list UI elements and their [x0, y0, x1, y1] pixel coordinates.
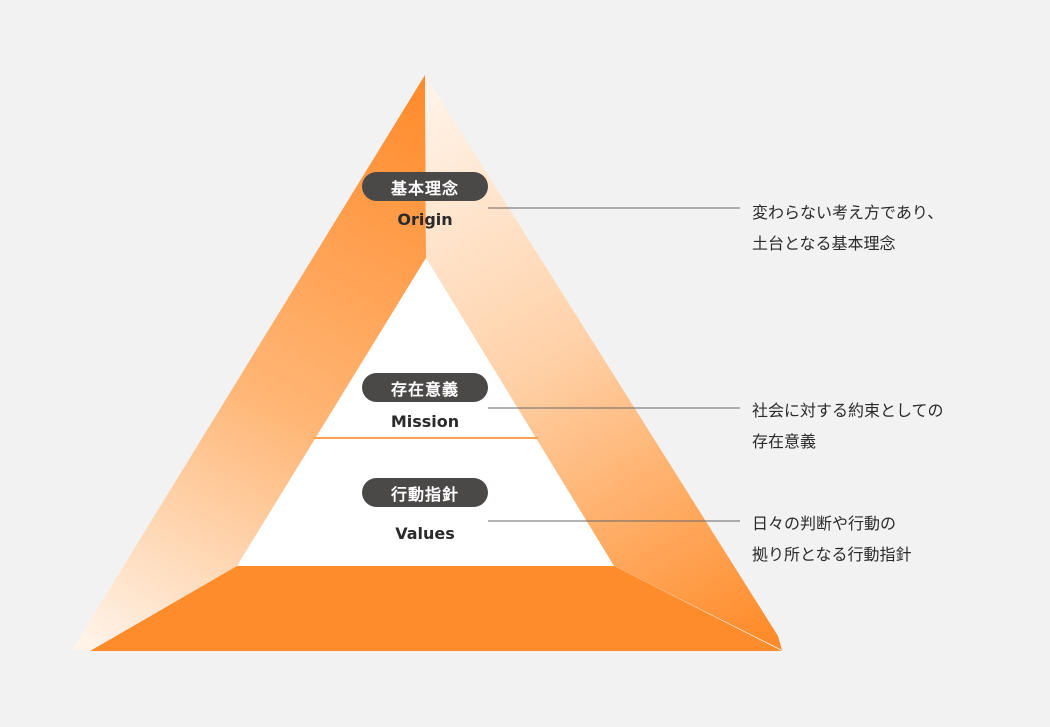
description-line: 変わらない考え方であり、	[752, 203, 944, 222]
values-label: Values	[395, 524, 455, 543]
origin-description: 変わらない考え方であり、 土台となる基本理念	[752, 197, 943, 259]
right-face	[425, 75, 782, 650]
description-line: 社会に対する約束としての	[752, 401, 944, 420]
description-line: 拠り所となる行動指針	[752, 545, 912, 564]
bottom-face	[90, 566, 782, 651]
values-pill: 行動指針	[362, 478, 488, 507]
mission-label: Mission	[390, 412, 460, 431]
inner-triangle	[237, 258, 614, 566]
description-line: 土台となる基本理念	[752, 234, 896, 253]
origin-pill: 基本理念	[362, 172, 488, 201]
description-line: 存在意義	[752, 432, 817, 451]
mission-description: 社会に対する約束としての 存在意義	[752, 395, 944, 457]
description-line: 日々の判断や行動の	[752, 514, 897, 533]
origin-label: Origin	[397, 210, 453, 229]
left-face	[72, 75, 426, 650]
values-description: 日々の判断や行動の 拠り所となる行動指針	[752, 508, 912, 570]
mission-pill: 存在意義	[362, 373, 488, 402]
